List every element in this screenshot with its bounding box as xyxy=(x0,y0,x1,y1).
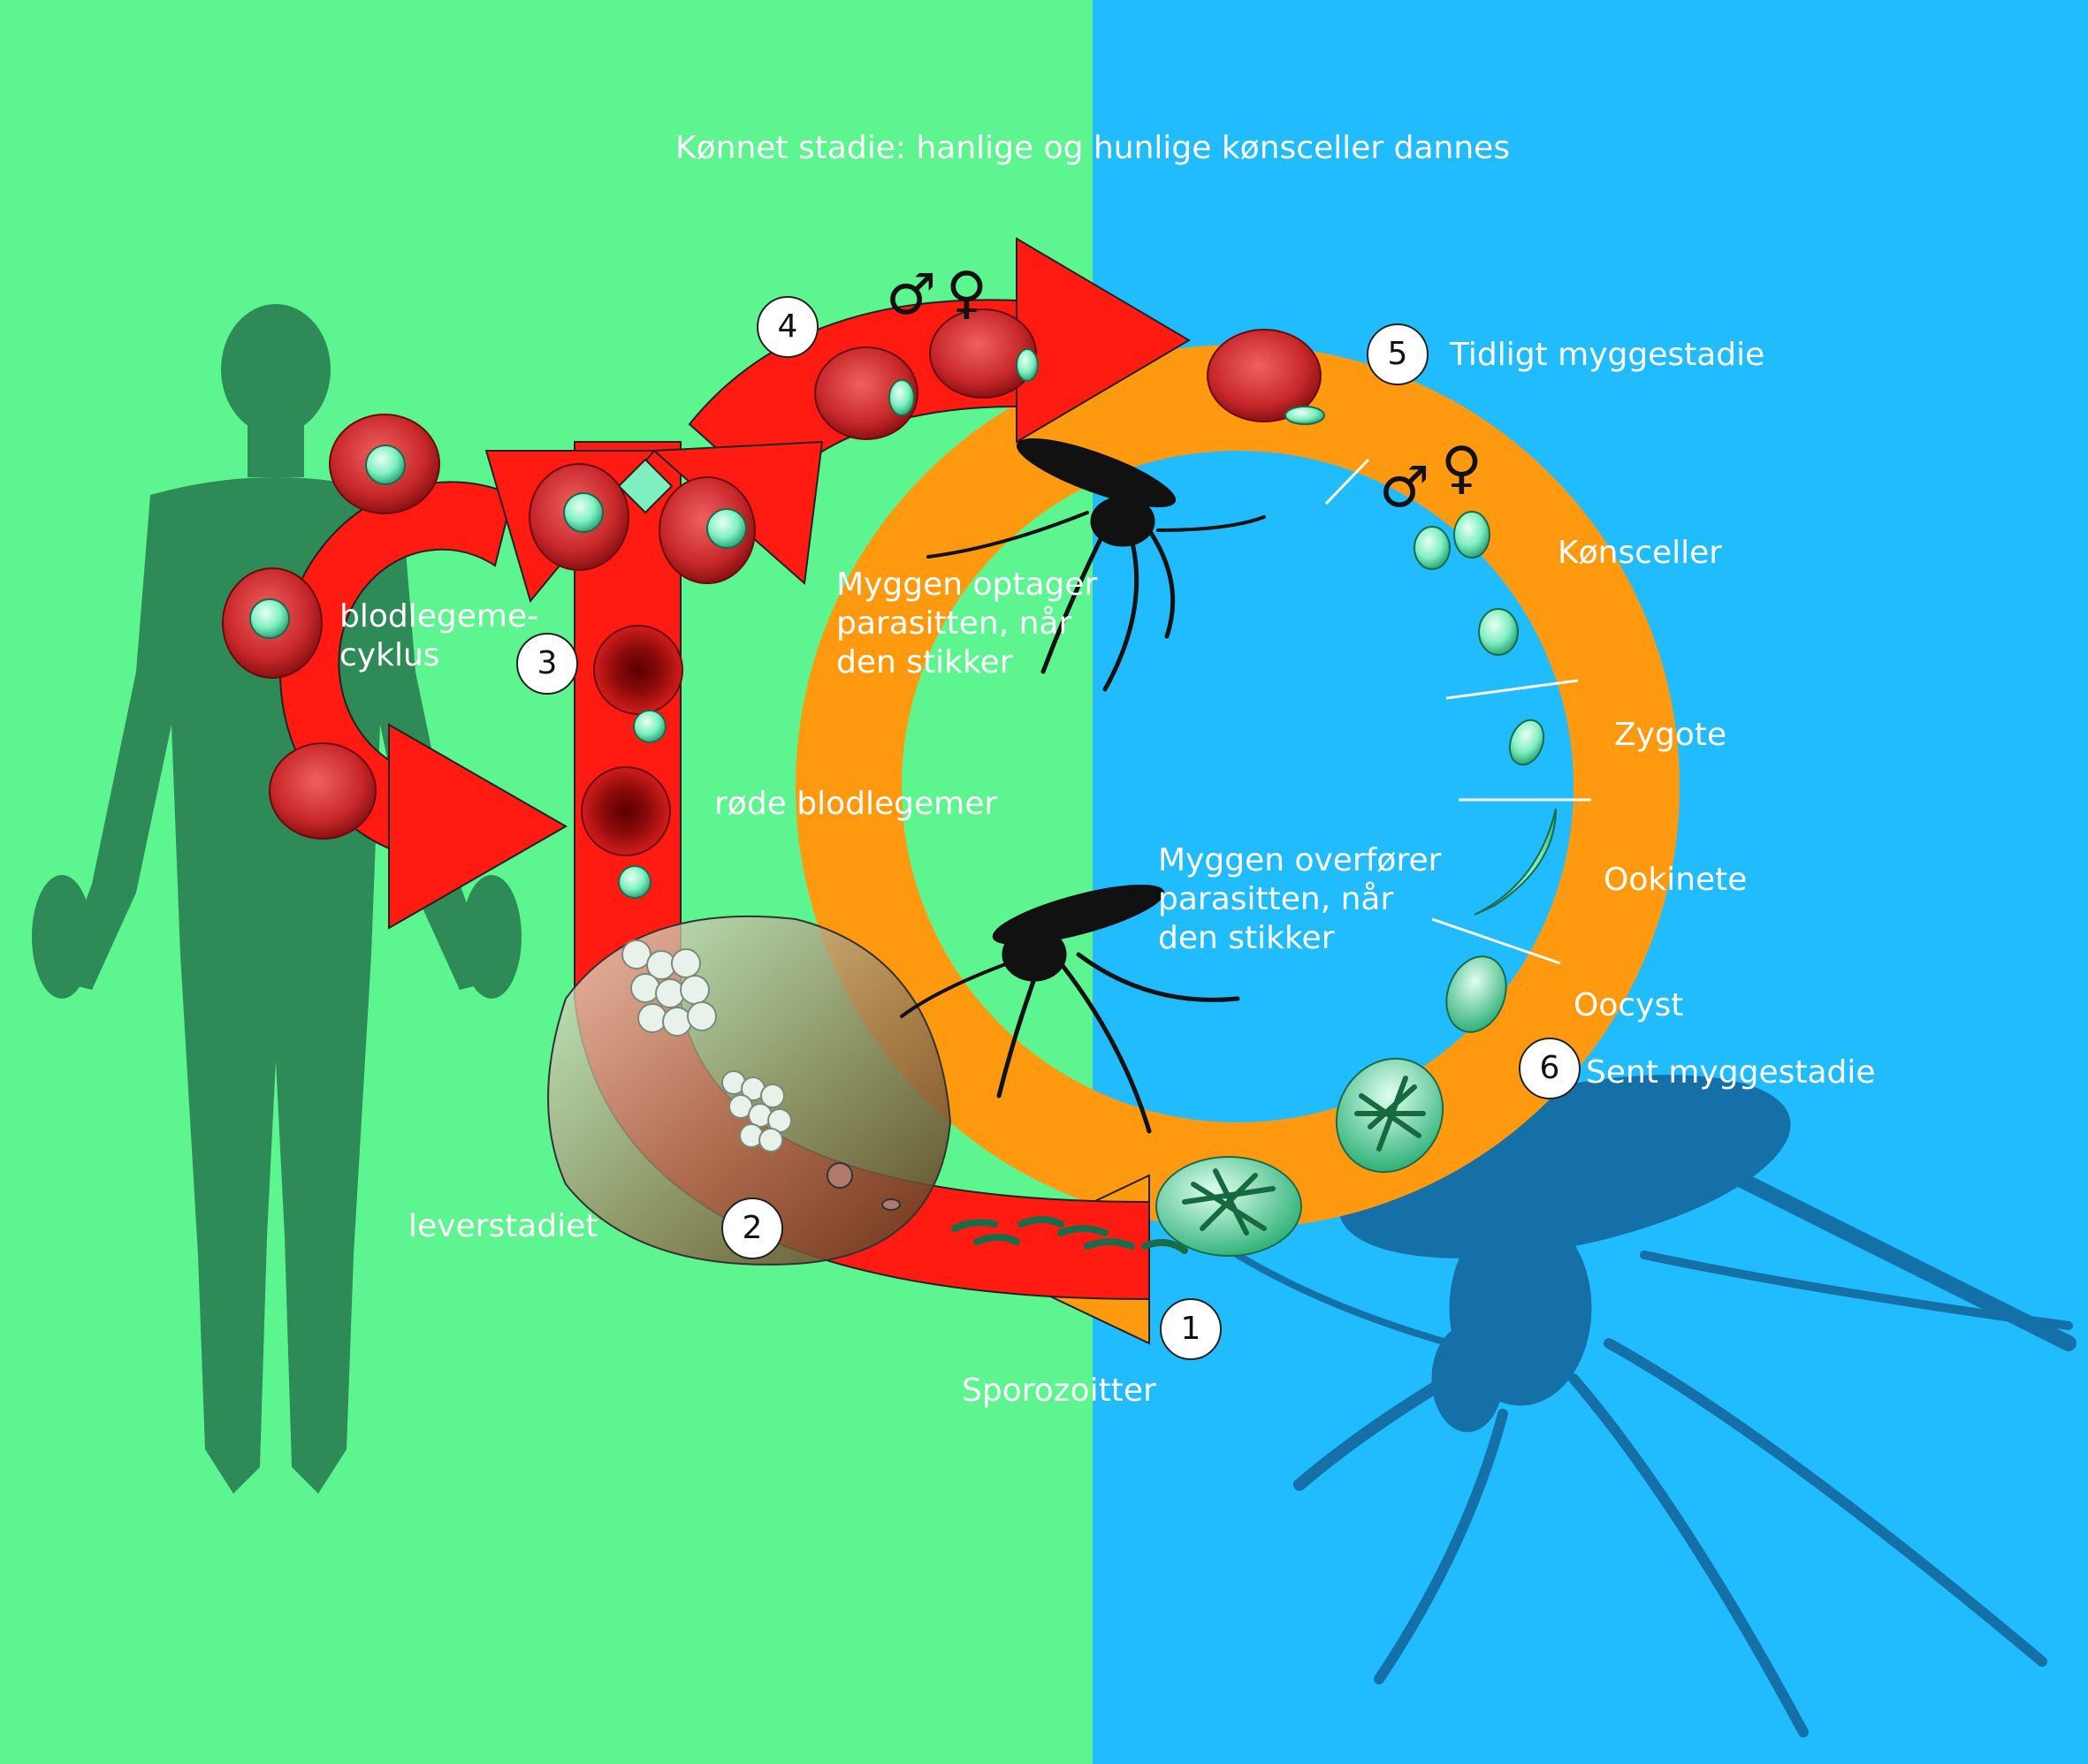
stage-marker-4: 4 xyxy=(757,296,819,358)
label-rode-blodlegemer: røde blodlegemer xyxy=(714,786,998,822)
label-sent-myggestadie: Sent myggestadie xyxy=(1586,1054,1876,1091)
human-silhouette-icon xyxy=(32,304,522,1494)
male-symbol-icon: ♂ xyxy=(1379,455,1430,521)
label-tidligt-myggestadie: Tidligt myggestadie xyxy=(1450,337,1765,373)
mosquito-silhouette-icon xyxy=(926,437,1266,692)
mosquito-stage-icons xyxy=(1155,511,1557,1257)
label-myggen-optager: Myggen optager parasitten, når den stikk… xyxy=(836,566,1098,681)
label-oocyst: Oocyst xyxy=(1574,987,1684,1023)
label-zygote: Zygote xyxy=(1614,717,1727,753)
liver-schizonts xyxy=(621,939,792,1152)
male-symbol-icon: ♂ xyxy=(886,262,937,328)
female-symbol-icon: ♀ xyxy=(946,261,987,326)
label-konsceller: Kønsceller xyxy=(1558,535,1723,571)
diagram-title: Kønnet stadie: hanlige og hunlige kønsce… xyxy=(675,130,1511,166)
gametocyte-diamond-icon xyxy=(617,458,674,514)
parasites xyxy=(249,348,1325,899)
stage-marker-2: 2 xyxy=(721,1198,783,1259)
stage-marker-5: 5 xyxy=(1367,323,1429,385)
stage-marker-1: 1 xyxy=(1160,1298,1222,1360)
stage-marker-6: 6 xyxy=(1519,1038,1581,1099)
label-sporozoitter: Sporozoitter xyxy=(962,1372,1156,1409)
mosquito-silhouette-icon xyxy=(900,885,1240,1134)
sporozoite-icons xyxy=(951,1216,1188,1254)
label-blodlegeme-cyklus: blodlegeme- cyklus xyxy=(339,598,539,673)
label-ookinete: Ookinete xyxy=(1604,862,1748,898)
female-symbol-icon: ♀ xyxy=(1441,436,1482,501)
label-myggen-overforer: Myggen overfører parasitten, når den sti… xyxy=(1158,842,1442,956)
label-leverstadiet: leverstadiet xyxy=(408,1208,598,1244)
stage-marker-3: 3 xyxy=(516,633,578,695)
